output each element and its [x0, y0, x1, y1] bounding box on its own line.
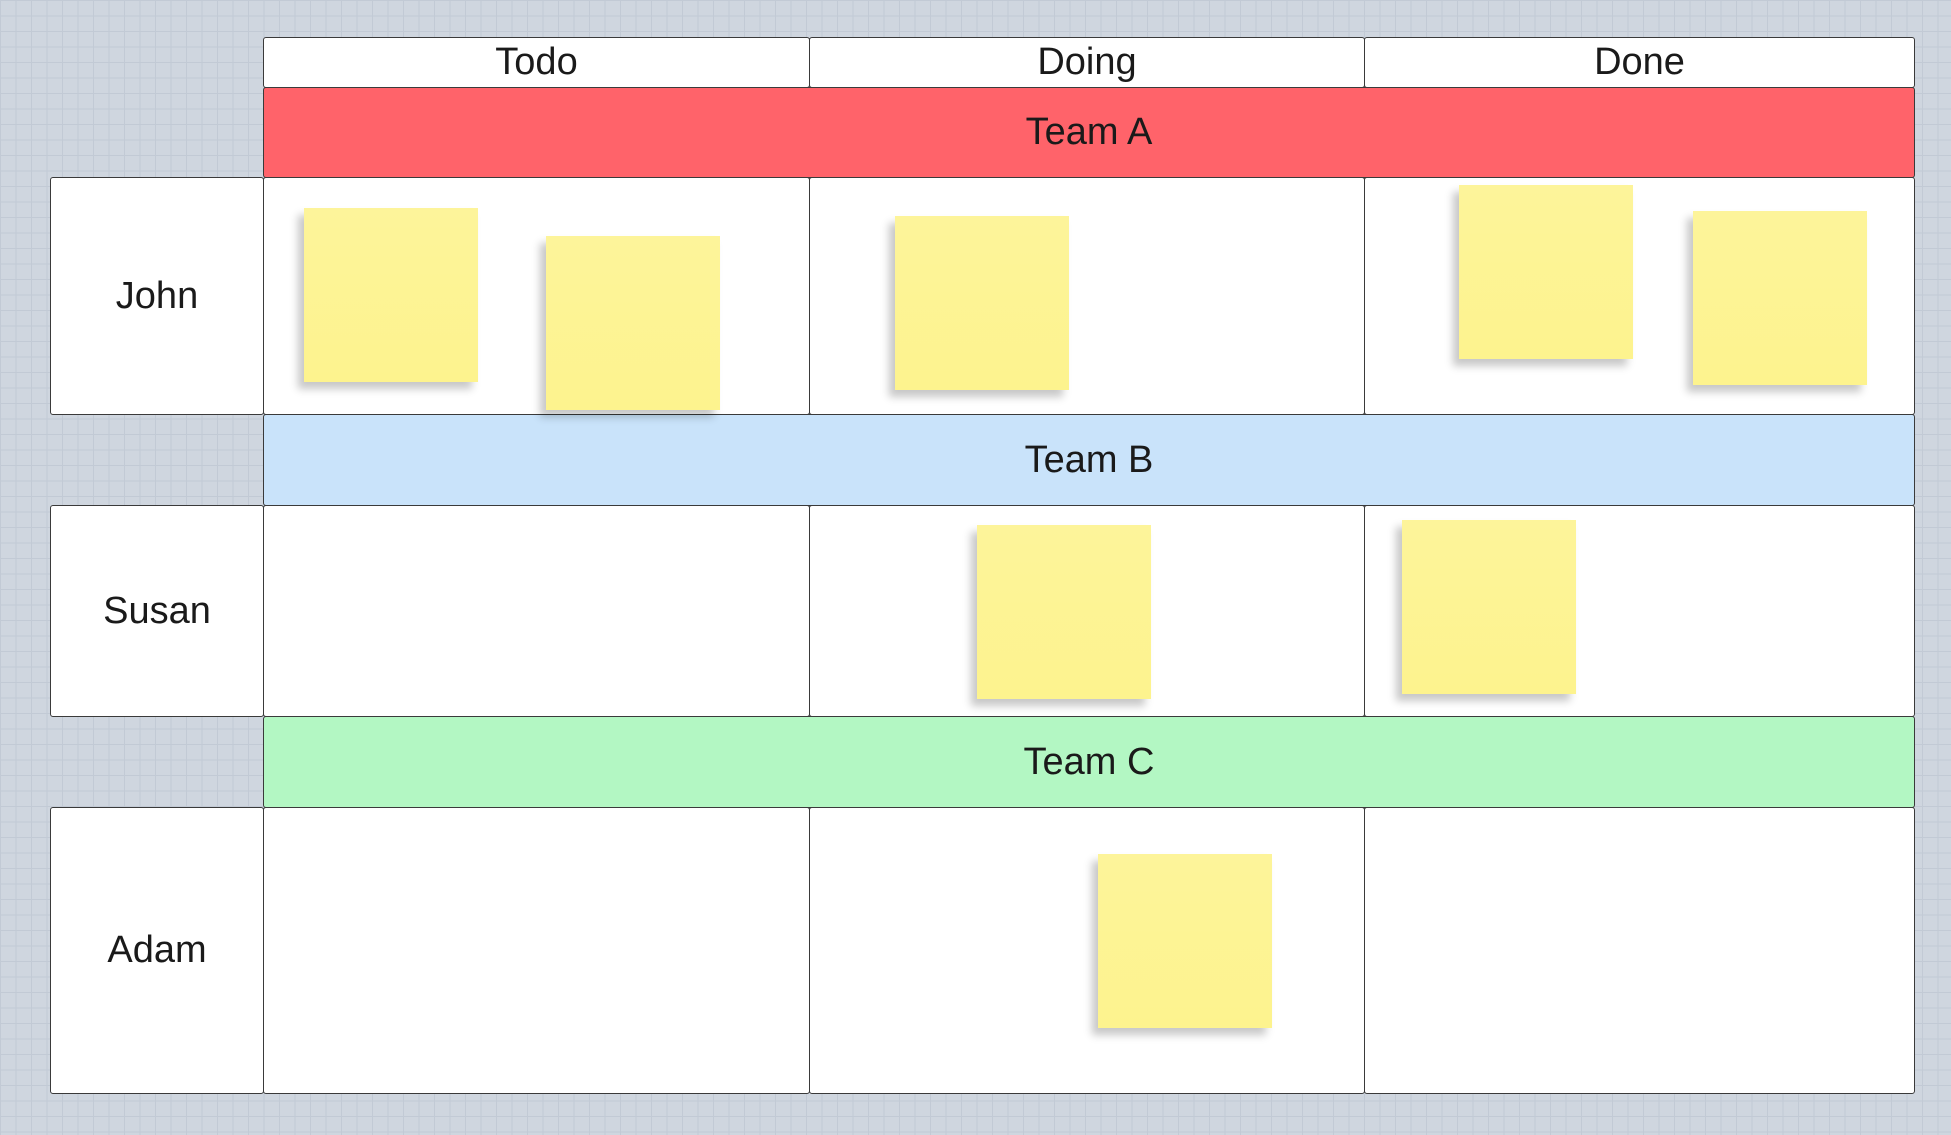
sticky-note[interactable]: [546, 236, 720, 410]
team-label: Team B: [1024, 438, 1154, 481]
row-header-label: John: [115, 274, 199, 317]
sticky-note[interactable]: [895, 216, 1069, 390]
column-header-label: Done: [1594, 41, 1685, 83]
cell-john-doing[interactable]: [809, 177, 1365, 415]
team-label: Team A: [1025, 111, 1153, 153]
row-header-adam[interactable]: Adam: [50, 807, 264, 1094]
sticky-note[interactable]: [304, 208, 478, 382]
sticky-note[interactable]: [977, 525, 1151, 699]
column-header-doing[interactable]: Doing: [809, 37, 1365, 88]
row-header-label: Susan: [103, 589, 211, 632]
column-header-label: Todo: [495, 41, 578, 83]
column-header-todo[interactable]: Todo: [263, 37, 810, 88]
team-band-c[interactable]: Team C: [263, 716, 1915, 808]
row-header-john[interactable]: John: [50, 177, 264, 415]
team-band-a[interactable]: Team A: [263, 87, 1915, 178]
sticky-note[interactable]: [1693, 211, 1867, 385]
column-header-done[interactable]: Done: [1364, 37, 1915, 88]
row-header-susan[interactable]: Susan: [50, 505, 264, 717]
cell-susan-todo[interactable]: [263, 505, 810, 717]
team-band-b[interactable]: Team B: [263, 414, 1915, 506]
sticky-note[interactable]: [1098, 854, 1272, 1028]
row-header-label: Adam: [107, 929, 207, 971]
sticky-note[interactable]: [1402, 520, 1576, 694]
cell-adam-done[interactable]: [1364, 807, 1915, 1094]
sticky-note[interactable]: [1459, 185, 1633, 359]
cell-adam-todo[interactable]: [263, 807, 810, 1094]
cell-adam-doing[interactable]: [809, 807, 1365, 1094]
team-label: Team C: [1023, 740, 1155, 783]
column-header-label: Doing: [1037, 41, 1137, 83]
